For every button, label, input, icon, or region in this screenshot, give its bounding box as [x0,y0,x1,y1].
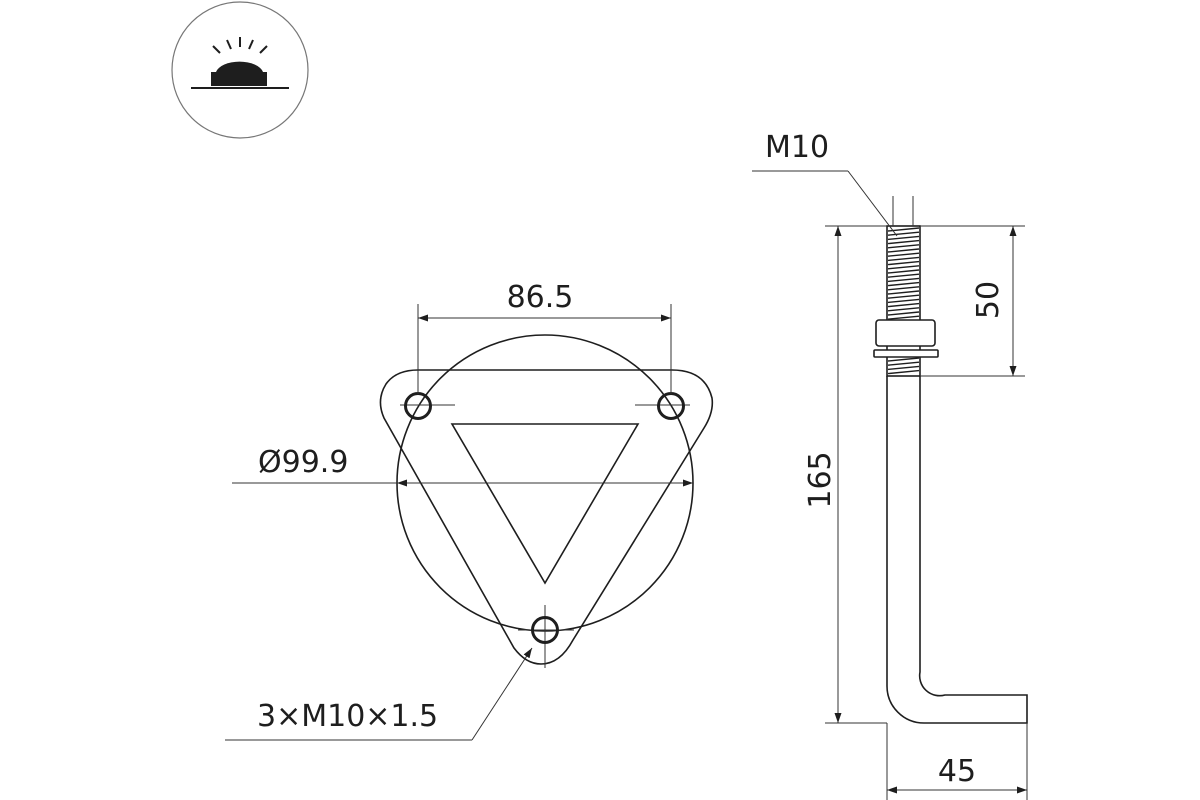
diameter-dimension: Ø99.9 [232,445,693,487]
thread-line [887,294,920,299]
bent-rod [886,376,1028,724]
thread-label: M10 [765,130,829,165]
thread-line [887,269,920,274]
hole-spacing-dimension: 86.5 [417,280,672,394]
thread-line [887,244,920,249]
thread-line [887,239,920,245]
inner-triangle [450,423,640,585]
thread-length-dimension: 50 [920,225,1025,377]
mounting-plate [379,369,714,665]
surface-mount-light-icon [171,1,309,139]
foot-length-label: 45 [938,754,976,789]
thread-line [887,307,920,312]
thread-line [887,298,920,304]
total-height-dimension: 165 [803,225,887,724]
diameter-label: Ø99.9 [258,445,348,480]
mounting-hole-bottom [531,616,559,644]
thread-line [887,369,920,375]
thread-length-label: 50 [971,281,1006,319]
thread-line [887,265,920,270]
thread-line [887,286,920,291]
thread-line [887,302,920,308]
total-height-label: 165 [803,451,838,508]
thread-line [887,248,920,253]
thread-line [887,315,920,320]
threaded-section [886,225,921,377]
thread-line [887,277,920,283]
thread-line [887,256,920,262]
hole-center-lines [400,404,690,668]
thread-line [887,365,920,371]
thread-line [887,235,920,241]
thread-line [887,260,920,266]
foot-length-dimension: 45 [886,723,1028,800]
nut [875,319,936,347]
thread-line [887,231,920,236]
thread-line [887,357,920,362]
hole-spacing-label: 86.5 [507,280,574,315]
thread-line [887,290,920,295]
holes-callout: 3×M10×1.5 [225,647,533,741]
thread-line [887,311,920,316]
thread-hatching [887,227,920,375]
side-view: M10 50 165 45 [752,130,1028,800]
thread-line [887,281,920,287]
washer [873,349,939,358]
thread-line [887,361,920,366]
thread-line [887,252,920,257]
holes-label: 3×M10×1.5 [257,699,438,734]
thread-line [887,273,920,278]
thread-callout: M10 [752,130,898,237]
front-view: 86.5 Ø99.9 3×M10×1.5 [225,280,714,741]
